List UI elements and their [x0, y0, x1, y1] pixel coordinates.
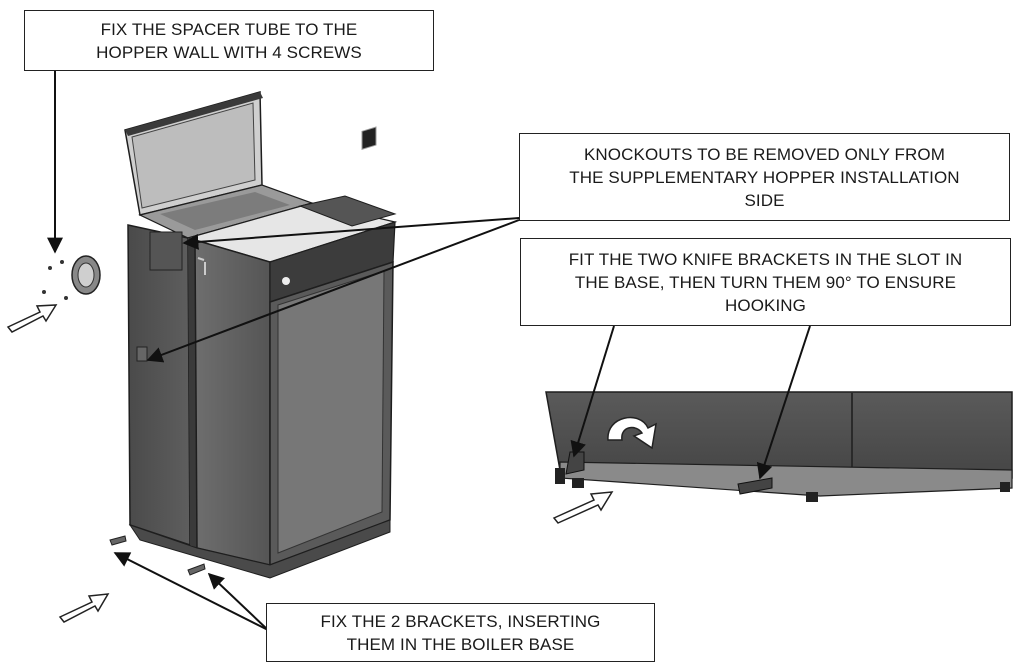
lid-edge [125, 92, 263, 136]
knife-bracket-right [737, 477, 773, 495]
callout-line: THEM IN THE BOILER BASE [346, 634, 575, 654]
base-detail [545, 391, 1013, 502]
front-column [194, 238, 271, 566]
boiler-plinth [128, 519, 391, 579]
display-screen [361, 126, 377, 150]
boiler-unit [124, 91, 398, 579]
callout-line: THE SUPPLEMENTARY HOPPER INSTALLATION [569, 167, 960, 187]
direction-arrow-icon [552, 491, 614, 524]
callout-line: HOPPER WALL WITH 4 SCREWS [96, 42, 362, 62]
rotation-arrow-icon [607, 416, 657, 450]
logo-icon [282, 277, 290, 285]
screw-dot-icon [64, 296, 68, 300]
callout-line: FIT THE TWO KNIFE BRACKETS IN THE SLOT I… [568, 249, 963, 269]
direction-arrows [6, 304, 614, 623]
leader-lines [47, 71, 811, 631]
callout-line: FIX THE 2 BRACKETS, INSERTING [320, 611, 601, 631]
leader-knockout-upper [182, 217, 520, 250]
screw-dot-icon [48, 266, 52, 270]
spacer-tube-parts [42, 255, 101, 300]
direction-arrow-icon [6, 304, 58, 333]
leader-knife-left [570, 325, 615, 458]
leader-bracket-left [113, 552, 269, 631]
callout-line: HOOKING [725, 295, 806, 315]
callout-line: FIX THE SPACER TUBE TO THE [100, 19, 358, 39]
side-panel [127, 224, 191, 547]
leader-knockout-lower [146, 219, 520, 363]
knockout-upper [149, 231, 183, 271]
callout-line: SIDE [744, 190, 785, 210]
screw-dot-icon [60, 260, 64, 264]
screw-dot-icon [42, 290, 46, 294]
callout-brackets: FIX THE 2 BRACKETS, INSERTING THEM IN TH… [266, 603, 655, 662]
callout-line: KNOCKOUTS TO BE REMOVED ONLY FROM [583, 144, 945, 164]
callout-knockouts: KNOCKOUTS TO BE REMOVED ONLY FROM THE SU… [519, 133, 1010, 221]
callout-knife-brackets: FIT THE TWO KNIFE BRACKETS IN THE SLOT I… [520, 238, 1011, 326]
knockout-lower [136, 346, 148, 362]
leader-bracket-right [207, 572, 269, 631]
direction-arrow-icon [58, 593, 110, 623]
leader-knife-right [756, 325, 811, 480]
hopper-lid-inner [131, 102, 256, 209]
bracket-icon [109, 535, 127, 546]
callout-spacer-tube: FIX THE SPACER TUBE TO THE HOPPER WALL W… [24, 10, 434, 71]
callout-line: THE BASE, THEN TURN THEM 90° TO ENSURE [574, 272, 957, 292]
loose-brackets [109, 535, 206, 576]
bracket-icon [187, 563, 206, 576]
